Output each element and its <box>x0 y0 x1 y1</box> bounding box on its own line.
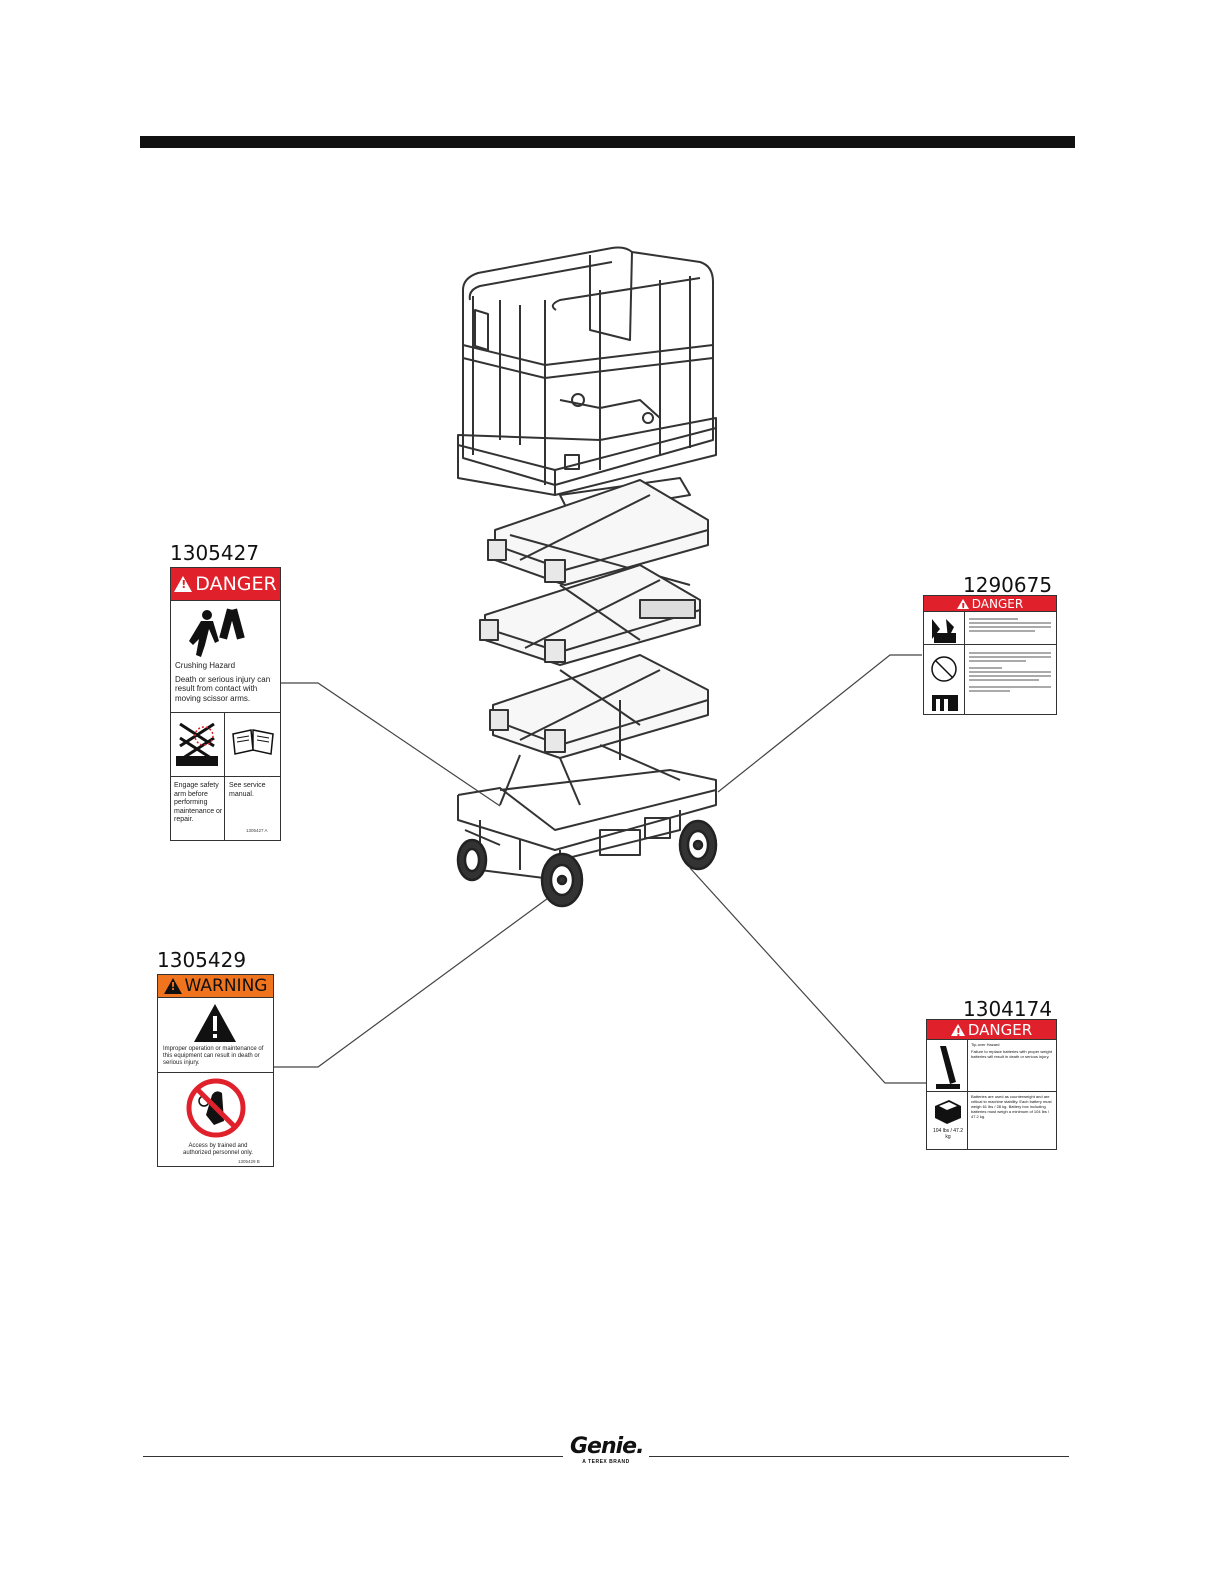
leader-lines <box>272 654 926 1084</box>
footer-line-left <box>143 1456 563 1457</box>
danger-header: DANGER <box>171 568 280 601</box>
right-action-text: See service manual. <box>229 782 266 798</box>
fine-print <box>969 616 1051 634</box>
battery-weight: 104 lbs / 47.2 kg <box>932 1128 964 1140</box>
decal-code: 1305429 B <box>238 1159 260 1164</box>
crushing-hazard-icon <box>189 608 245 657</box>
hazard-title: Tip-over Hazard <box>971 1042 1000 1047</box>
decal-1304174: DANGER Tip-over Hazard Failure to replac… <box>926 1019 1057 1150</box>
signal-word: DANGER <box>195 573 277 595</box>
decal-code: 1305427 A <box>246 828 268 833</box>
footer-logo: Genie. A TEREX BRAND <box>570 1434 644 1465</box>
part-number-1305427: 1305427 <box>170 541 260 565</box>
manual-icon <box>232 729 274 755</box>
signal-word: DANGER <box>971 596 1024 611</box>
header-bar <box>140 136 1075 148</box>
alert-triangle-icon <box>163 978 182 994</box>
alert-triangle-icon <box>956 598 969 614</box>
hazard-title: Crushing Hazard <box>175 661 236 670</box>
warning-triangle-icon <box>194 1004 236 1042</box>
hazard-text: Failure to replace batteries with proper… <box>971 1049 1052 1059</box>
fine-print-2 <box>969 650 1051 694</box>
part-number-1290675: 1290675 <box>963 573 1053 597</box>
alert-triangle-icon <box>950 1023 965 1039</box>
danger-header: DANGER <box>924 596 1056 614</box>
danger-header: DANGER <box>927 1020 1056 1040</box>
battery-text: Batteries are used as counterweight and … <box>971 1094 1052 1119</box>
decal-1290675: DANGER <box>923 595 1057 715</box>
warning-header: WARNING <box>158 975 273 998</box>
signal-word: WARNING <box>184 976 268 996</box>
hazard-icons <box>931 619 958 711</box>
decal-1305429: WARNING Improper operation or maintenanc… <box>157 974 274 1167</box>
left-action-text: Engage safety arm before performing main… <box>174 782 223 823</box>
footer-line-right <box>649 1456 1069 1457</box>
brand-sub: A TEREX BRAND <box>582 1459 630 1465</box>
part-number-1304174: 1304174 <box>963 997 1053 1021</box>
access-text: Access by trained and authorized personn… <box>183 1143 253 1156</box>
part-number-1305429: 1305429 <box>157 948 247 972</box>
hazard-block: Tip-over Hazard Failure to replace batte… <box>971 1042 1055 1059</box>
decal-1305427: DANGER Crushing Hazard Death or serious … <box>170 567 281 841</box>
tip-over-icon <box>936 1046 960 1089</box>
safety-arm-icon <box>176 722 218 766</box>
signal-word: DANGER <box>967 1020 1033 1039</box>
battery-icon <box>935 1100 961 1124</box>
hazard-text: Improper operation or maintenance of thi… <box>163 1046 264 1066</box>
hazard-text: Death or serious injury can result from … <box>175 674 271 703</box>
brand-logo: Genie. <box>570 1434 644 1459</box>
alert-triangle-icon <box>174 576 193 592</box>
no-access-icon <box>186 1078 246 1138</box>
